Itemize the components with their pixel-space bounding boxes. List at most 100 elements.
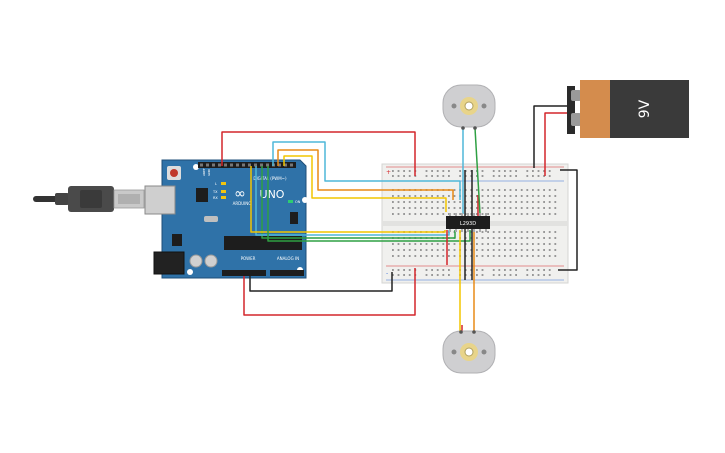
breadboard-hole[interactable] [543, 274, 545, 276]
breadboard-hole[interactable] [448, 170, 450, 172]
breadboard-hole[interactable] [532, 207, 534, 209]
breadboard-hole[interactable] [420, 213, 422, 215]
breadboard-hole[interactable] [537, 274, 540, 276]
breadboard-hole[interactable] [492, 255, 495, 257]
breadboard-hole[interactable] [537, 249, 540, 251]
breadboard-hole[interactable] [526, 274, 529, 276]
breadboard-hole[interactable] [492, 231, 495, 233]
breadboard-hole[interactable] [397, 207, 400, 209]
breadboard-hole[interactable] [397, 274, 400, 276]
breadboard-hole[interactable] [481, 274, 484, 276]
breadboard-hole[interactable] [487, 195, 489, 197]
wire-green-pin-1[interactable] [261, 166, 456, 239]
breadboard-hole[interactable] [436, 207, 439, 209]
breadboard-hole[interactable] [425, 243, 428, 245]
breadboard-hole[interactable] [481, 175, 484, 177]
breadboard-hole[interactable] [498, 274, 501, 276]
breadboard-hole[interactable] [543, 249, 545, 251]
breadboard-hole[interactable] [392, 175, 394, 177]
breadboard-hole[interactable] [408, 255, 411, 257]
breadboard-hole[interactable] [543, 195, 545, 197]
breadboard-hole[interactable] [509, 237, 512, 239]
breadboard-hole[interactable] [436, 170, 439, 172]
breadboard-hole[interactable] [537, 243, 540, 245]
breadboard-hole[interactable] [408, 201, 411, 203]
breadboard-hole[interactable] [425, 201, 428, 203]
breadboard-hole[interactable] [459, 213, 461, 215]
breadboard-hole[interactable] [548, 170, 551, 172]
breadboard-hole[interactable] [543, 231, 545, 233]
breadboard-hole[interactable] [492, 195, 495, 197]
breadboard-hole[interactable] [431, 175, 433, 177]
breadboard-hole[interactable] [504, 243, 506, 245]
breadboard-hole[interactable] [442, 243, 445, 245]
breadboard-hole[interactable] [498, 243, 501, 245]
breadboard-hole[interactable] [543, 243, 545, 245]
breadboard-hole[interactable] [526, 213, 529, 215]
breadboard-hole[interactable] [392, 274, 394, 276]
breadboard-hole[interactable] [504, 213, 506, 215]
breadboard-hole[interactable] [392, 207, 394, 209]
breadboard-hole[interactable] [397, 195, 400, 197]
breadboard-hole[interactable] [436, 213, 439, 215]
breadboard-hole[interactable] [448, 175, 450, 177]
breadboard-hole[interactable] [397, 175, 400, 177]
breadboard-hole[interactable] [532, 269, 534, 271]
breadboard-hole[interactable] [425, 255, 428, 257]
breadboard-hole[interactable] [554, 213, 557, 215]
breadboard-hole[interactable] [504, 249, 506, 251]
breadboard-hole[interactable] [492, 175, 495, 177]
breadboard-hole[interactable] [414, 249, 417, 251]
breadboard-hole[interactable] [481, 189, 484, 191]
breadboard-hole[interactable] [526, 269, 529, 271]
breadboard-hole[interactable] [554, 207, 557, 209]
breadboard-hole[interactable] [515, 189, 517, 191]
breadboard-hole[interactable] [453, 201, 456, 203]
breadboard-hole[interactable] [448, 201, 450, 203]
breadboard-hole[interactable] [431, 249, 433, 251]
breadboard-hole[interactable] [532, 255, 534, 257]
breadboard-hole[interactable] [554, 195, 557, 197]
breadboard-hole[interactable] [414, 195, 417, 197]
breadboard-hole[interactable] [448, 195, 450, 197]
breadboard-hole[interactable] [548, 243, 551, 245]
breadboard-hole[interactable] [537, 175, 540, 177]
breadboard-hole[interactable] [543, 255, 545, 257]
breadboard-hole[interactable] [548, 237, 551, 239]
breadboard-hole[interactable] [397, 201, 400, 203]
wire-orange-pin[interactable] [277, 149, 454, 200]
breadboard-hole[interactable] [515, 213, 517, 215]
breadboard-hole[interactable] [548, 207, 551, 209]
breadboard-hole[interactable] [397, 213, 400, 215]
breadboard-hole[interactable] [476, 249, 478, 251]
breadboard-hole[interactable] [476, 231, 478, 233]
breadboard-hole[interactable] [408, 207, 411, 209]
breadboard-hole[interactable] [492, 189, 495, 191]
breadboard-hole[interactable] [453, 189, 456, 191]
breadboard-hole[interactable] [403, 249, 405, 251]
breadboard-hole[interactable] [442, 255, 445, 257]
breadboard-hole[interactable] [403, 170, 405, 172]
breadboard-hole[interactable] [526, 255, 529, 257]
breadboard[interactable]: + - [381, 163, 569, 284]
wire-green-motor-top[interactable] [474, 127, 481, 215]
breadboard-hole[interactable] [476, 237, 478, 239]
breadboard-hole[interactable] [543, 170, 545, 172]
breadboard-hole[interactable] [414, 207, 417, 209]
breadboard-hole[interactable] [414, 243, 417, 245]
breadboard-hole[interactable] [453, 213, 456, 215]
breadboard-hole[interactable] [554, 201, 557, 203]
breadboard-hole[interactable] [504, 189, 506, 191]
breadboard-hole[interactable] [498, 249, 501, 251]
breadboard-hole[interactable] [403, 213, 405, 215]
breadboard-hole[interactable] [453, 243, 456, 245]
breadboard-hole[interactable] [431, 213, 433, 215]
breadboard-hole[interactable] [492, 207, 495, 209]
breadboard-hole[interactable] [476, 201, 478, 203]
breadboard-hole[interactable] [408, 243, 411, 245]
breadboard-hole[interactable] [515, 249, 517, 251]
wire-red-battery[interactable] [544, 112, 570, 176]
breadboard-hole[interactable] [448, 274, 450, 276]
breadboard-hole[interactable] [487, 207, 489, 209]
breadboard-hole[interactable] [537, 269, 540, 271]
